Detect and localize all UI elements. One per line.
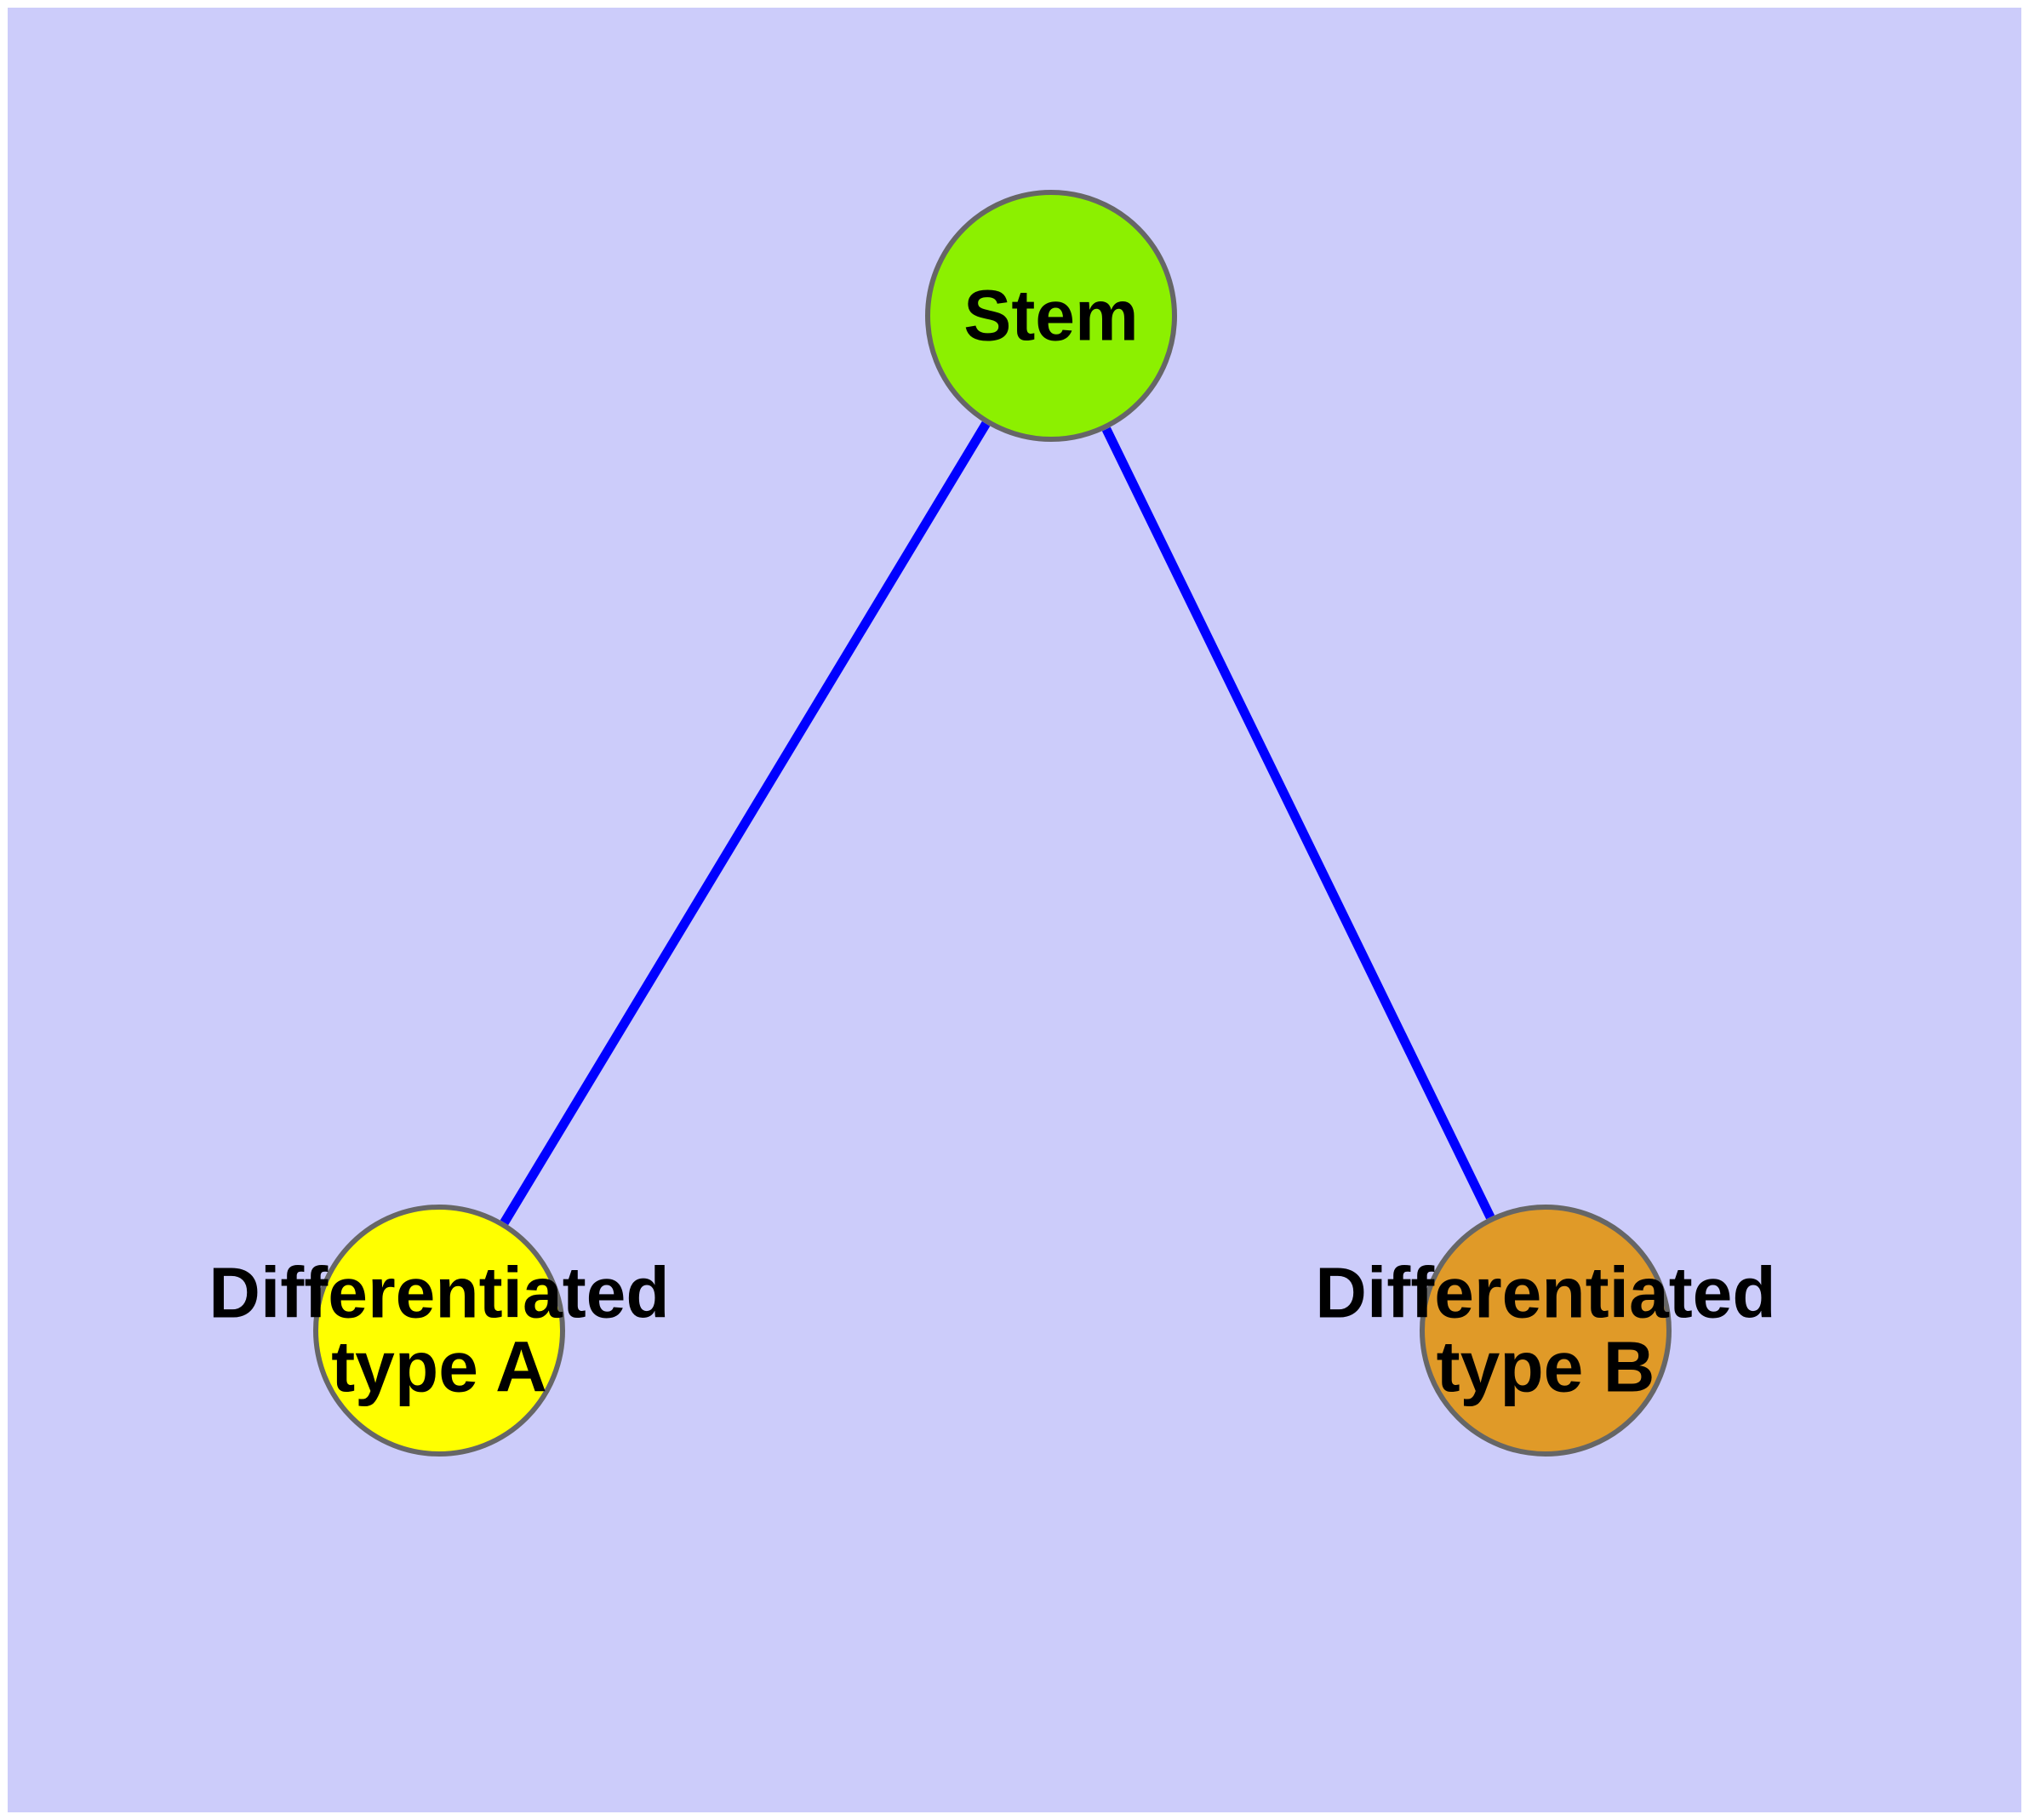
graph-edge-stem-to-diff-b[interactable] — [1101, 426, 1495, 1220]
graph-node-diff_b[interactable] — [1420, 1205, 1672, 1457]
edge-layer — [500, 421, 1495, 1226]
graph-node-diff_a[interactable] — [313, 1205, 565, 1457]
node-layer — [313, 190, 1672, 1457]
graph-edge-stem-to-diff-a[interactable] — [500, 421, 991, 1226]
graph-node-stem[interactable] — [925, 190, 1177, 442]
